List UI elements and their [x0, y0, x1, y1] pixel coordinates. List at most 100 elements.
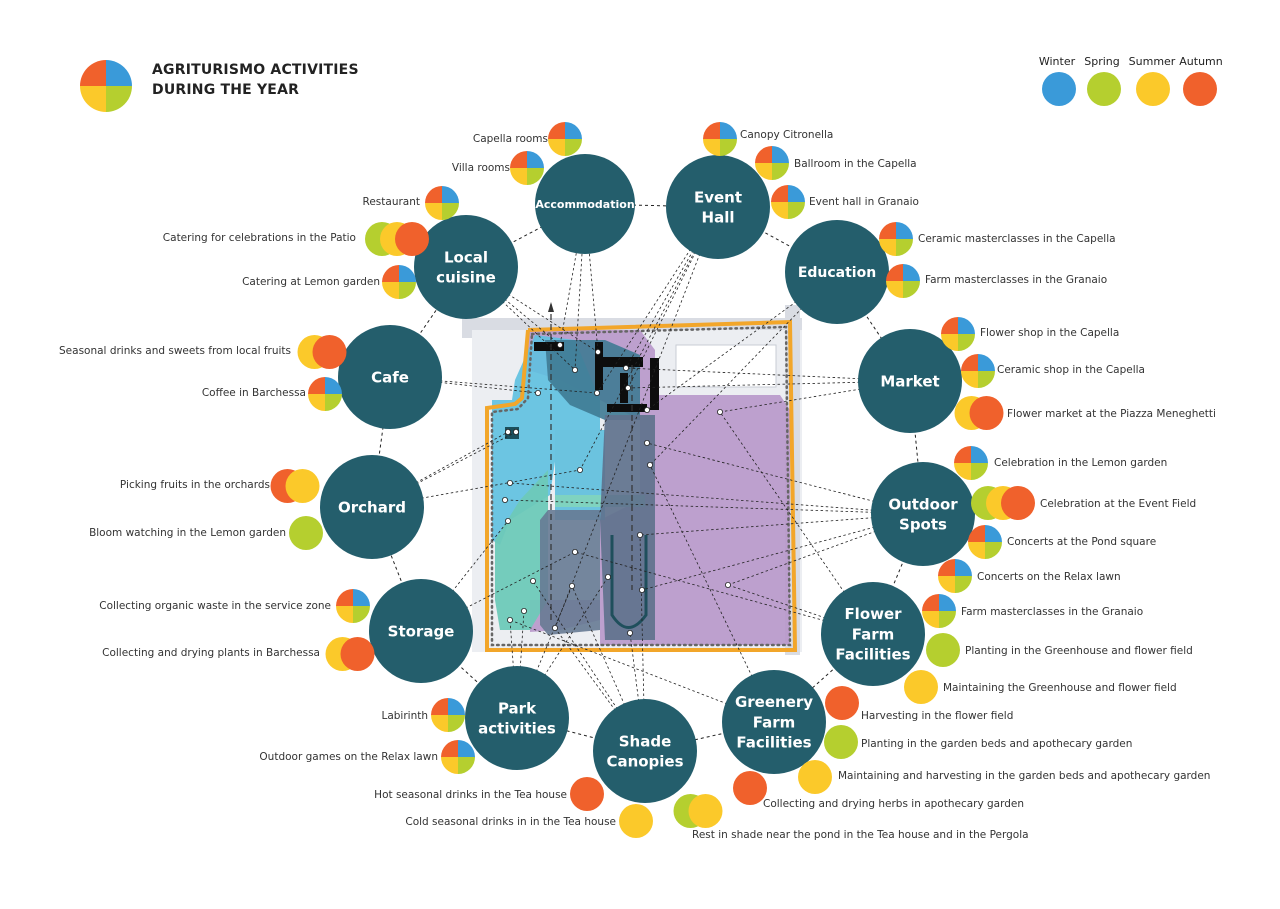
building-tea-house — [607, 404, 647, 412]
connection-line — [554, 206, 719, 629]
activity-label: Ceramic shop in the Capella — [997, 364, 1145, 376]
season-quadrant — [527, 168, 544, 185]
zone-service — [540, 510, 600, 635]
activity-label: Event hall in Granaio — [809, 196, 919, 208]
activity-item: Event hall in Granaio — [771, 185, 919, 219]
season-quadrant — [961, 354, 978, 371]
hub-market[interactable]: Market — [858, 329, 962, 433]
hub-orchard[interactable]: Orchard — [320, 455, 424, 559]
activity-label: Celebration at the Event Field — [1040, 498, 1196, 510]
season-quadrant — [978, 354, 995, 371]
activity-item: Capella rooms — [473, 122, 582, 156]
activity-item: Restaurant — [363, 186, 459, 220]
season-quadrant — [548, 139, 565, 156]
season-quadrant — [954, 463, 971, 480]
season-dot-spring — [824, 725, 858, 759]
hub-accommodation[interactable]: Accommodation — [535, 154, 635, 254]
hub-label: Local — [444, 248, 488, 266]
all-seasons-icon — [308, 377, 342, 411]
season-quadrant — [955, 559, 972, 576]
hub-label: cuisine — [436, 269, 496, 287]
season-quadrant — [886, 281, 903, 298]
site-point — [504, 428, 511, 435]
activity-item: Canopy Citronella — [703, 122, 833, 156]
activity-item: Planting in the Greenhouse and flower fi… — [926, 633, 1193, 667]
all-seasons-icon — [879, 222, 913, 256]
hub-storage[interactable]: Storage — [369, 579, 473, 683]
site-point — [506, 617, 513, 624]
activity-label: Maintaining and harvesting in the garden… — [838, 770, 1210, 782]
title-line-2: DURING THE YEAR — [152, 82, 300, 98]
activity-item: Celebration at the Event Field — [971, 486, 1196, 520]
connection-line — [420, 520, 509, 632]
season-quadrant — [938, 559, 955, 576]
logo-pie-icon — [80, 60, 132, 112]
building-granaio — [603, 357, 643, 367]
hub-label: Facilities — [835, 646, 910, 664]
site-point — [504, 518, 511, 525]
site-point — [639, 587, 646, 594]
activity-item: Planting in the garden beds and apotheca… — [824, 725, 1132, 759]
hub-circle — [465, 666, 569, 770]
site-point — [535, 389, 542, 396]
season-dot-spring — [289, 516, 323, 550]
all-seasons-icon — [922, 594, 956, 628]
all-seasons-icon — [886, 264, 920, 298]
season-quadrant — [879, 222, 896, 239]
hub-circle — [785, 220, 889, 324]
all-seasons-icon — [954, 446, 988, 480]
hub-circle — [369, 579, 473, 683]
hub-circle — [535, 154, 635, 254]
season-quadrant — [565, 139, 582, 156]
season-quadrant — [325, 377, 342, 394]
season-quadrant — [788, 202, 805, 219]
all-seasons-icon — [771, 185, 805, 219]
hub-circle — [821, 582, 925, 686]
hub-label: Farm — [753, 713, 796, 731]
season-quadrant — [425, 186, 442, 203]
season-quadrant — [772, 163, 789, 180]
activity-item: Hot seasonal drinks in the Tea house — [374, 777, 604, 811]
season-dot-summer — [285, 469, 320, 503]
season-quadrant — [336, 589, 353, 606]
site-point — [501, 496, 508, 503]
building-east — [650, 358, 659, 410]
activity-item: Cold seasonal drinks in in the Tea house — [405, 804, 653, 838]
hub-label: Park — [498, 699, 537, 717]
activity-item: Maintaining and harvesting in the garden… — [798, 760, 1210, 794]
logo-season-pie — [80, 60, 132, 112]
all-seasons-icon — [938, 559, 972, 593]
legend-dot-spring — [1087, 72, 1121, 106]
legend-dot-autumn — [1183, 72, 1217, 106]
hub-circle — [320, 455, 424, 559]
activity-label: Catering at Lemon garden — [242, 276, 380, 288]
site-point — [647, 461, 654, 468]
activity-label: Farm masterclasses in the Granaio — [925, 274, 1107, 286]
season-quadrant — [80, 60, 106, 86]
hub-circle — [858, 329, 962, 433]
season-quadrant — [441, 757, 458, 774]
activity-label: Restaurant — [363, 196, 420, 208]
all-seasons-icon — [961, 354, 995, 388]
activity-item: Collecting organic waste in the service … — [99, 589, 370, 623]
activity-label: Seasonal drinks and sweets from local fr… — [59, 345, 291, 357]
all-seasons-icon — [703, 122, 737, 156]
activity-label: Coffee in Barchessa — [202, 387, 306, 399]
activity-label: Picking fruits in the orchards — [120, 479, 270, 491]
hub-label: Market — [880, 372, 939, 390]
season-quadrant — [939, 611, 956, 628]
season-quadrant — [510, 168, 527, 185]
hub-ring-segment — [389, 266, 467, 378]
hub-cafe[interactable]: Cafe — [338, 325, 442, 429]
hub-label: Spots — [899, 516, 947, 534]
hub-local-cuisine[interactable]: Local cuisine — [414, 215, 518, 319]
hub-education[interactable]: Education — [785, 220, 889, 324]
all-seasons-icon — [755, 146, 789, 180]
season-quadrant — [879, 239, 896, 256]
